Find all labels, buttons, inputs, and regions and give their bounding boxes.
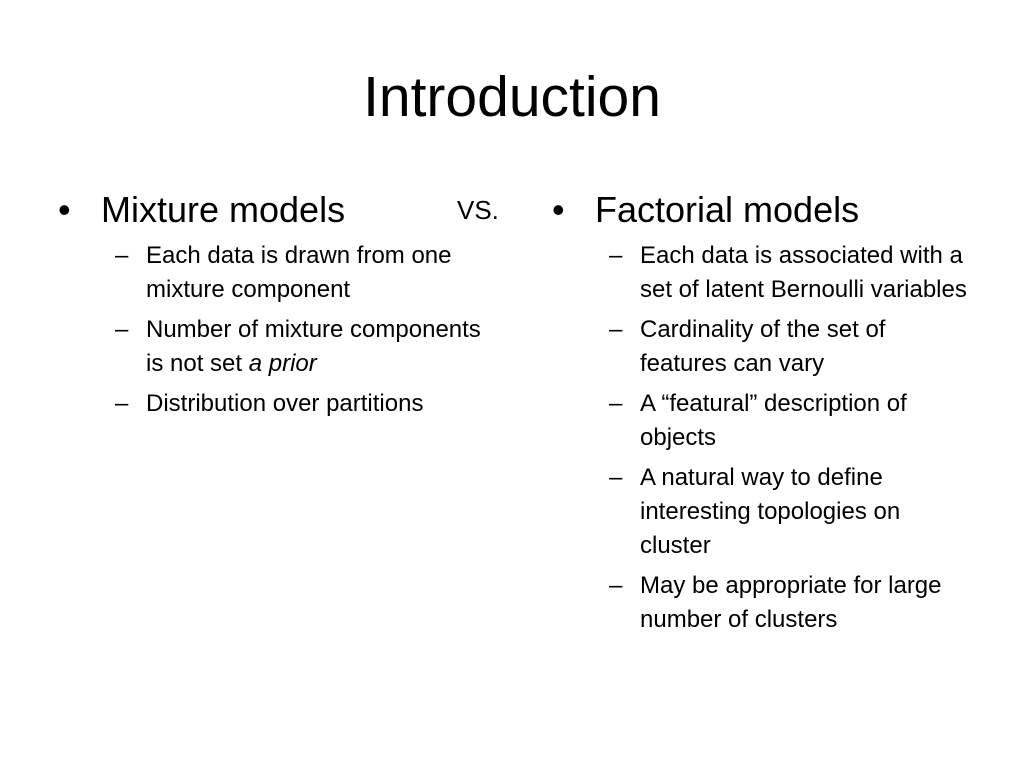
bullet-mixture-models: • Mixture models xyxy=(58,184,488,236)
list-item: – Cardinality of the set of features can… xyxy=(552,313,972,381)
list-item-text: Distribution over partitions xyxy=(146,390,424,417)
list-item: – Each data is drawn from one mixture co… xyxy=(58,239,488,307)
bullet-marker: • xyxy=(58,189,71,230)
list-item-text: Number of mixture components is not set xyxy=(146,316,481,377)
list-item-text: May be appropriate for large number of c… xyxy=(640,572,942,633)
dash-marker: – xyxy=(115,316,129,343)
bullet-heading: Mixture models xyxy=(101,189,346,230)
dash-marker: – xyxy=(609,316,623,343)
bullet-factorial-models: • Factorial models xyxy=(552,184,972,236)
bullet-marker: • xyxy=(552,189,565,230)
sub-list-right: – Each data is associated with a set of … xyxy=(552,239,972,637)
list-item-italic-text: a prior xyxy=(248,350,317,377)
dash-marker: – xyxy=(115,242,129,269)
dash-marker: – xyxy=(115,390,129,417)
list-item-text: A natural way to define interesting topo… xyxy=(640,464,901,559)
list-item-text: Each data is associated with a set of la… xyxy=(640,242,967,303)
list-item: – Number of mixture components is not se… xyxy=(58,313,488,381)
list-item-text: Cardinality of the set of features can v… xyxy=(640,316,886,377)
left-column: • Mixture models – Each data is drawn fr… xyxy=(58,184,488,427)
dash-marker: – xyxy=(609,242,623,269)
list-item: – Each data is associated with a set of … xyxy=(552,239,972,307)
list-item-text: A “featural” description of objects xyxy=(640,390,907,451)
dash-marker: – xyxy=(609,572,623,599)
dash-marker: – xyxy=(609,390,623,417)
vs-label: VS. xyxy=(457,195,499,225)
sub-list-left: – Each data is drawn from one mixture co… xyxy=(58,239,488,421)
bullet-heading: Factorial models xyxy=(595,189,860,230)
list-item: – A natural way to define interesting to… xyxy=(552,461,972,563)
list-item: – Distribution over partitions xyxy=(58,387,488,421)
dash-marker: – xyxy=(609,464,623,491)
right-column: • Factorial models – Each data is associ… xyxy=(552,184,972,643)
list-item: – May be appropriate for large number of… xyxy=(552,569,972,637)
slide-title: Introduction xyxy=(363,65,661,129)
list-item-text: Each data is drawn from one mixture comp… xyxy=(146,242,452,303)
list-item: – A “featural” description of objects xyxy=(552,387,972,455)
